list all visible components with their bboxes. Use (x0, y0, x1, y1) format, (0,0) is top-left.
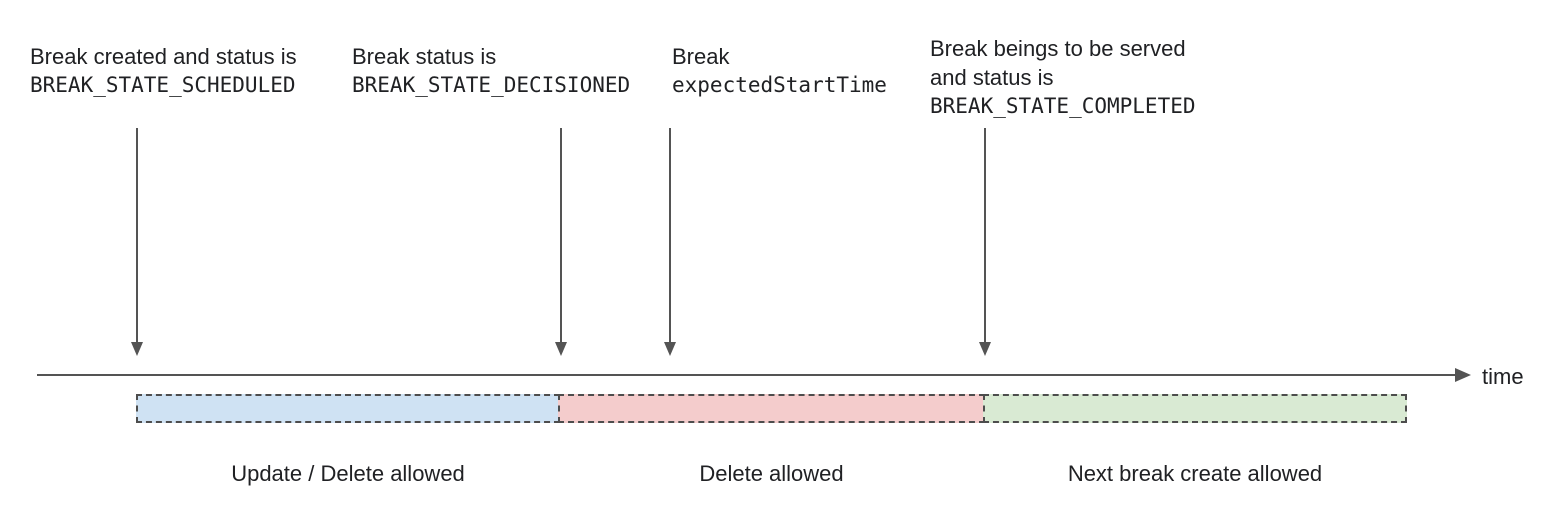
annotation-text: Break created and status is (30, 44, 297, 69)
segment-label: Delete allowed (699, 461, 844, 486)
arrow-head-icon (555, 342, 567, 356)
time-axis-label: time (1482, 364, 1524, 389)
segment-next-break-create-allowed (983, 394, 1407, 423)
annotation-break-decisioned: Break status is BREAK_STATE_DECISIONED (352, 42, 630, 100)
down-arrow-expected-start (663, 128, 677, 356)
annotation-break-completed: Break beings to be served and status is … (930, 34, 1196, 121)
segment-label: Next break create allowed (1067, 461, 1323, 486)
annotation-text: Break (672, 44, 730, 69)
arrow-head-icon (131, 342, 143, 356)
down-arrow-decisioned (554, 128, 568, 356)
annotation-code: BREAK_STATE_DECISIONED (352, 73, 631, 97)
arrow-head-icon (979, 342, 991, 356)
time-axis-line (37, 374, 1456, 376)
annotation-break-scheduled: Break created and status is BREAK_STATE_… (30, 42, 297, 100)
annotation-code: BREAK_STATE_COMPLETED (930, 94, 1196, 118)
annotation-text: Break status is (352, 44, 497, 69)
annotation-code: BREAK_STATE_SCHEDULED (30, 73, 296, 97)
annotation-text: Break beings to be served (930, 36, 1186, 61)
segment-update-delete-allowed (136, 394, 560, 423)
arrow-shaft (560, 128, 562, 344)
arrow-head-icon (664, 342, 676, 356)
annotation-code: expectedStartTime (672, 73, 887, 97)
segment-label: Update / Delete allowed (231, 461, 465, 486)
arrow-shaft (984, 128, 986, 344)
annotation-text: and status is (930, 65, 1054, 90)
time-axis-arrow-icon (1455, 368, 1471, 382)
down-arrow-completed (978, 128, 992, 356)
down-arrow-scheduled (130, 128, 144, 356)
annotation-expected-start-time: Break expectedStartTime (672, 42, 887, 100)
segment-delete-allowed (558, 394, 985, 423)
arrow-shaft (136, 128, 138, 344)
arrow-shaft (669, 128, 671, 344)
